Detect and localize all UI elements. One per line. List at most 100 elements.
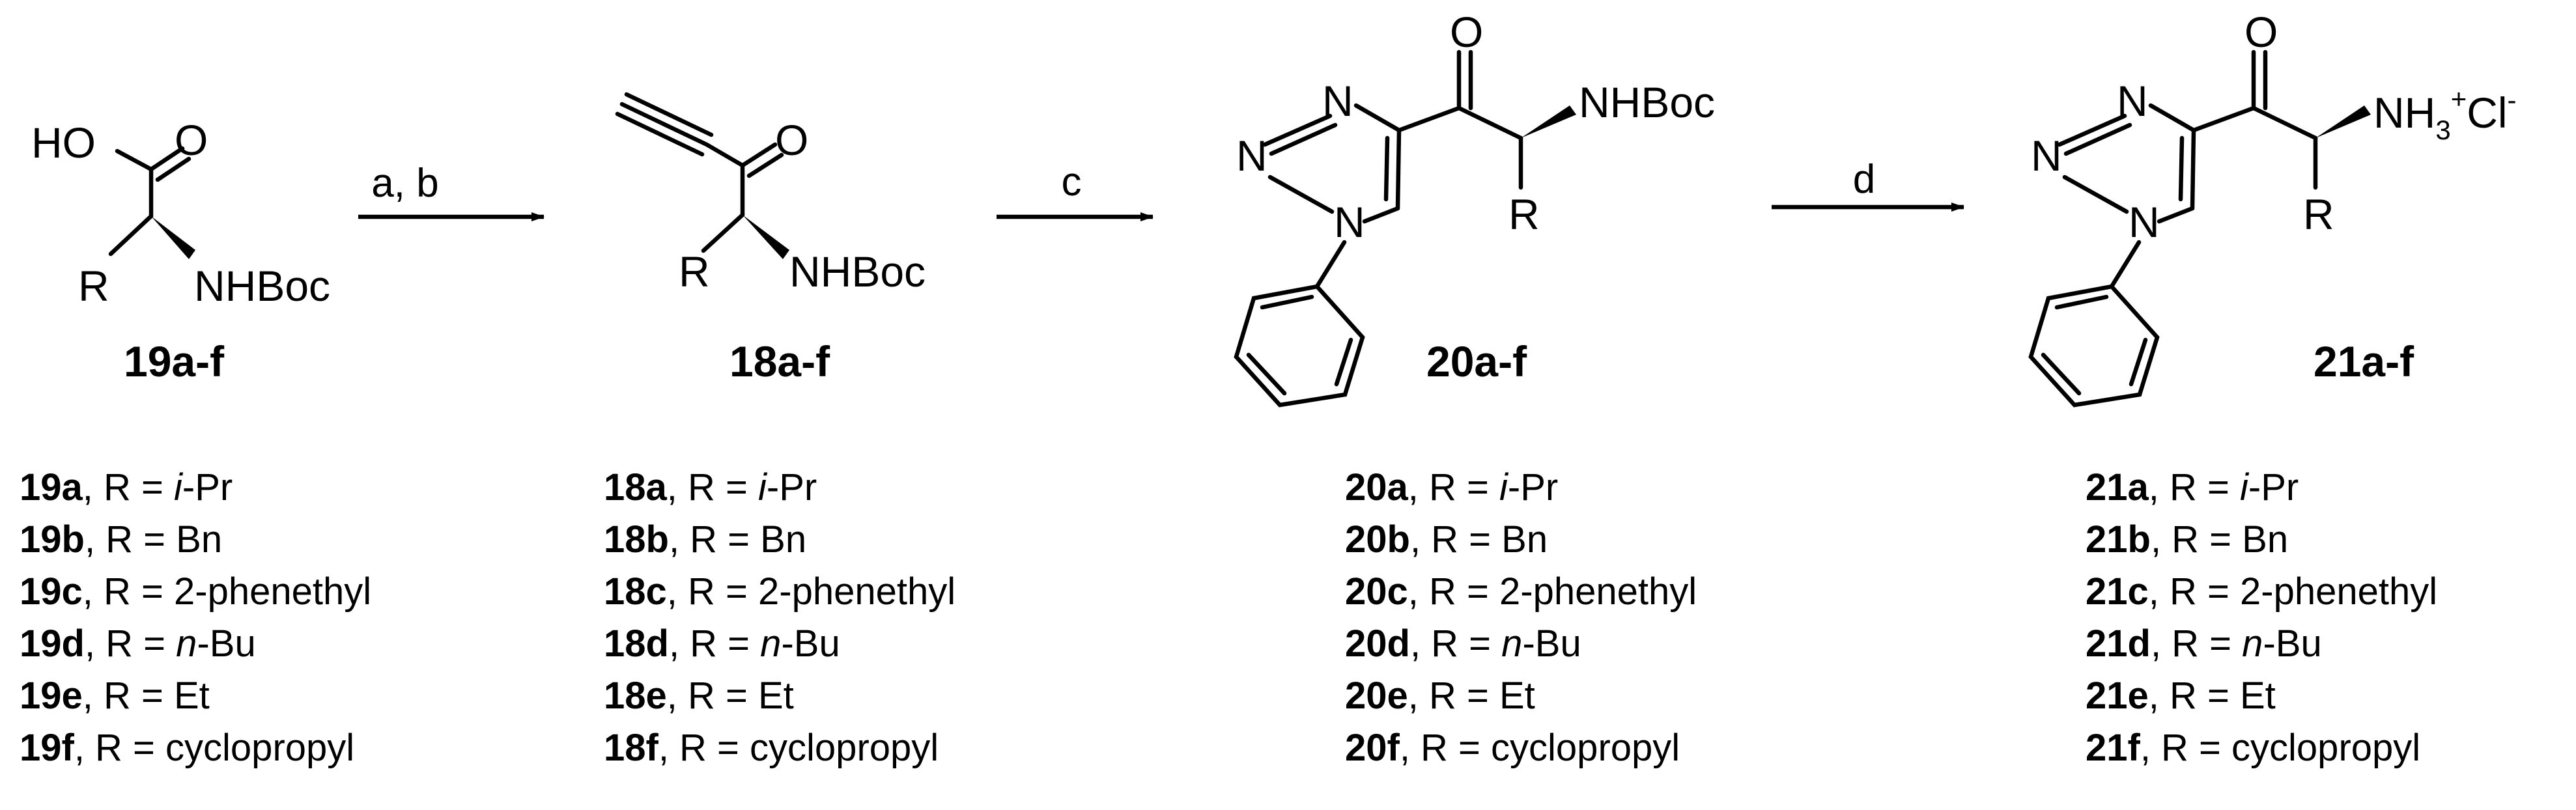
bond-n2-n1 (2062, 175, 2129, 214)
substituent-text: , R = Bn (85, 518, 222, 561)
atom-r: R (2303, 190, 2334, 238)
bond-c-o-1 (149, 146, 185, 172)
ammonium-charge: + (2451, 83, 2467, 114)
compound-label: 21a-f (2314, 337, 2414, 385)
alkyne-bond-3 (615, 111, 705, 157)
substituent-text: , R = 2-phenethyl (667, 570, 955, 613)
bond-n3-c4 (1353, 103, 1402, 133)
list-item: 19c, R = 2-phenethyl (20, 570, 371, 613)
wedge-bond-nh (2315, 105, 2371, 138)
structure-20: N N N O NHBoc R 20a-f (1234, 8, 1715, 408)
structure-21: N N N O NH3+Cl- R 21a-f (2028, 8, 2517, 408)
compound-id: 21d (2086, 622, 2151, 665)
list-item: 20f, R = cyclopropyl (1345, 727, 1680, 769)
atom-n1: N (1334, 198, 1365, 246)
wedge-bond-nh (1521, 105, 1576, 138)
atom-nhboc: NHBoc (789, 247, 926, 296)
atom-n1: N (2129, 198, 2160, 246)
list-item: 18c, R = 2-phenethyl (604, 570, 955, 613)
substituent-text: , R = (2149, 466, 2240, 509)
reagent-label: c (1062, 160, 1082, 204)
compound-id: 19c (20, 570, 83, 613)
phenyl-inner-3 (2054, 294, 2109, 310)
reagent-label: d (1853, 157, 1875, 202)
compound-id: 21b (2086, 518, 2151, 561)
substituent-prefix: i (758, 466, 768, 509)
compound-id: 18b (604, 518, 669, 561)
chloride-charge: - (2508, 85, 2517, 115)
phenyl-inner-2 (1246, 352, 1287, 396)
phenyl-ring (2028, 284, 2160, 408)
substituent-text: , R = 2-phenethyl (2149, 570, 2437, 613)
list-item: 21f, R = cyclopropyl (2086, 727, 2420, 769)
substituent-suffix: -Bu (197, 622, 255, 665)
atom-o: O (775, 116, 808, 164)
atom-r: R (679, 247, 710, 296)
substituent-text: , R = (669, 622, 760, 665)
substituent-suffix: -Bu (2263, 622, 2321, 665)
atom-r: R (1508, 190, 1540, 238)
substituent-text: , R = (85, 622, 176, 665)
substituent-suffix: -Pr (1508, 466, 1558, 509)
compound-id: 19d (20, 622, 85, 665)
substituent-prefix: n (176, 622, 197, 665)
substituent-suffix: -Pr (767, 466, 817, 509)
structure-19: HO O R NHBoc 19a-f (31, 116, 330, 385)
list-item: 21b, R = Bn (2086, 518, 2288, 561)
substituent-text: , R = 2-phenethyl (1408, 570, 1697, 613)
substituent-text: , R = Et (83, 675, 210, 717)
list-item: 19b, R = Bn (20, 518, 222, 561)
substituent-text: , R = 2-phenethyl (83, 570, 371, 613)
wedge-bond-nh (743, 215, 789, 259)
atom-ammonium: NH3+Cl- (2373, 83, 2517, 145)
substituent-prefix: i (174, 466, 184, 509)
atom-nhboc: NHBoc (1579, 78, 1715, 126)
atom-r: R (78, 262, 109, 310)
compound-id: 18a (604, 466, 668, 509)
substituent-suffix: -Pr (2248, 466, 2299, 509)
atom-ho: HO (31, 119, 96, 167)
bond-c4-carbonyl (2191, 105, 2256, 133)
bond-c5-n1 (1362, 206, 1400, 224)
bond-n3-n2-b (2063, 122, 2132, 156)
list-item: 18f, R = cyclopropyl (604, 727, 939, 769)
atom-o: O (1450, 8, 1483, 56)
list-item: 19d, R = n-Bu (20, 622, 256, 665)
bond-c4-c5-inner (2178, 135, 2185, 202)
bond-alkyne-carbonyl (704, 142, 745, 168)
bond-c-o-2 (155, 156, 191, 182)
compound-id: 18c (604, 570, 667, 613)
atom-n2: N (1236, 132, 1267, 180)
atom-nhboc: NHBoc (194, 262, 330, 310)
substituent-text: , R = (1408, 466, 1499, 509)
bond-carbonyl-calpha (2251, 105, 2318, 141)
bond-c-o-2 (746, 152, 784, 178)
list-item: 19e, R = Et (20, 675, 210, 717)
list-item: 20b, R = Bn (1345, 518, 1548, 561)
compound-id: 20f (1345, 727, 1400, 769)
substituent-text: , R = (1410, 622, 1501, 665)
bond-calpha-r (108, 214, 154, 257)
substituent-text: , R = Et (667, 675, 794, 717)
arrow-step-3: d (1772, 157, 1964, 212)
substituent-text: , R = (83, 466, 174, 509)
list-item: 18b, R = Bn (604, 518, 806, 561)
phenyl-inner-2 (2041, 352, 2082, 396)
substituent-prefix: i (2240, 466, 2250, 509)
bond-carbonyl-calpha (1456, 105, 1523, 141)
bond-n3-n2-b (1269, 122, 1338, 156)
compound-label: 18a-f (729, 337, 830, 385)
substituent-text: , R = cyclopropyl (2140, 727, 2420, 769)
substituent-prefix: n (2242, 622, 2263, 665)
substituent-suffix: -Bu (1522, 622, 1581, 665)
bond-n1-phenyl (2109, 240, 2142, 289)
compound-id: 20c (1345, 570, 1408, 613)
phenyl-ring (1234, 284, 1365, 408)
arrow-step-1: a, b (358, 161, 545, 221)
alkyne-bond-1 (619, 102, 709, 147)
atom-o: O (2244, 8, 2278, 56)
